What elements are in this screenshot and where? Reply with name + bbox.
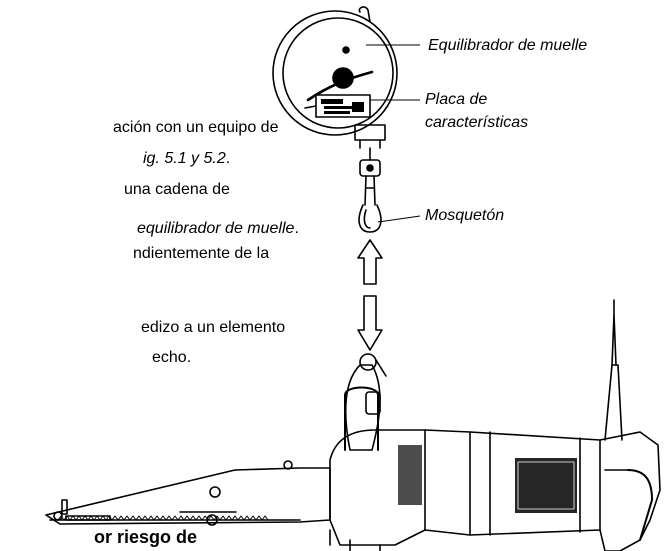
body-text-line-5: ndientemente de la	[133, 245, 270, 262]
electric-saw-drawing	[45, 299, 661, 551]
cable-and-hook-drawing	[358, 147, 382, 233]
body-text-line-7: echo.	[152, 349, 192, 366]
callout-carabiner: Mosquetón	[425, 207, 505, 224]
figure-reference: ig. 5.1 y 5.2	[143, 150, 226, 167]
spring-balancer-drawing	[272, 6, 398, 149]
warning-heading-fragment: or riesgo de	[94, 527, 198, 547]
spring-balancer-term: equilibrador de muelle	[137, 220, 295, 237]
body-text-line-3: una cadena de	[124, 181, 230, 198]
body-text-line-4: equilibrador de muelle.	[137, 219, 299, 239]
body-text-line-2: ig. 5.1 y 5.2.	[143, 149, 230, 169]
callout-spring-balancer: Equilibrador de muelle	[428, 37, 588, 54]
spring-balancer-term-period: .	[294, 220, 299, 237]
callout-plate-line-2: características	[425, 114, 529, 131]
callout-leader-lines	[366, 44, 421, 223]
direction-arrows	[357, 239, 383, 351]
callout-plate-line-1: Placa de	[425, 91, 488, 108]
figure-reference-period: .	[225, 150, 231, 167]
body-text-line-6: edizo a un elemento	[141, 319, 286, 336]
body-text-line-1: ación con un equipo de	[113, 119, 279, 136]
saw-carabiner-drawing	[344, 353, 387, 451]
leader-line-carabiner	[377, 215, 421, 223]
